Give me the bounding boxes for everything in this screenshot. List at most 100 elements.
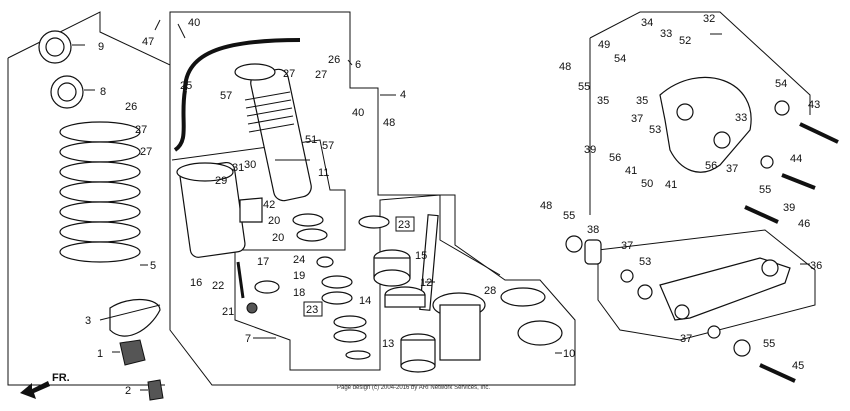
collar-38 [584,239,602,265]
bearing-37c [620,269,634,283]
washer-55b [565,235,583,253]
label-57a: 57 [220,90,232,102]
washer-55d [733,339,751,357]
label-32: 32 [703,13,715,25]
label-37a: 37 [631,113,643,125]
circlip-20a [292,213,324,227]
label-7: 7 [245,333,251,345]
label-39a: 39 [584,144,596,156]
bolt-44 [781,173,816,190]
label-21: 21 [222,306,234,318]
assembly-outline [7,11,576,386]
label-46: 46 [798,218,810,230]
label-34: 34 [641,17,653,29]
label-53c: 53 [639,256,651,268]
label-31: 31 [232,162,244,174]
label-20a: 20 [268,215,280,227]
stop-ring-9 [38,30,72,64]
label-43: 43 [808,99,820,111]
label-33b: 33 [735,112,747,124]
label-25: 25 [180,80,192,92]
subgroup-outline [171,139,501,371]
label-box-23a [395,216,415,232]
label-23a: 23 [398,219,410,231]
label-35a: 35 [597,95,609,107]
label-47: 47 [142,36,154,48]
label-41b: 41 [665,179,677,191]
label-48a: 48 [383,117,395,129]
label-48c: 48 [540,200,552,212]
shock-link-32 [659,76,752,173]
label-28: 28 [484,285,496,297]
bolt-22 [236,261,245,299]
label-18: 18 [293,287,305,299]
shock-arm-36 [659,257,791,321]
label-2: 2 [125,385,131,397]
washer-55c [760,155,774,169]
seal-stack [316,256,371,360]
label-45: 45 [792,360,804,372]
label-10: 10 [563,348,575,360]
label-22: 22 [212,280,224,292]
part-number-labels: 9 8 5 3 1 2 47 40 25 26 27 27 57 29 31 3… [85,13,822,397]
label-27b: 27 [140,146,152,158]
label-33a: 33 [660,28,672,40]
bolt-46 [744,205,779,224]
label-41a: 41 [625,165,637,177]
nut-21 [246,302,258,314]
label-9: 9 [98,41,104,53]
bump-rubber-15 [373,249,411,287]
label-17: 17 [257,256,269,268]
label-19: 19 [293,270,305,282]
label-37b: 37 [726,163,738,175]
washer-54b [774,100,790,116]
arm-group-outline [597,229,816,341]
label-51: 51 [305,134,317,146]
label-37d: 37 [680,333,692,345]
valve-42 [239,197,263,223]
clip-2 [147,379,164,401]
spring-5 [59,121,141,263]
leader-lines [72,19,810,391]
label-3: 3 [85,315,91,327]
label-11: 11 [318,167,329,179]
label-52: 52 [679,35,691,47]
label-57b: 57 [322,140,334,152]
label-20b: 20 [272,232,284,244]
label-26b: 26 [328,54,340,66]
copyright-text: Page design (c) 2004-2016 by ARI Network… [337,385,490,391]
label-44: 44 [790,153,802,165]
label-27c: 27 [283,68,295,80]
direction-label: FR. [52,372,70,384]
label-12: 12 [420,277,432,289]
label-13: 13 [382,338,394,350]
bolt-43 [799,122,839,144]
label-4: 4 [400,89,406,101]
o-ring-28 [500,287,546,307]
label-27a: 27 [135,124,147,136]
seal-10 [517,320,563,346]
label-35b: 35 [636,95,648,107]
bearing-53c [637,284,653,300]
label-40a: 40 [188,17,200,29]
clamp-1 [119,339,146,366]
label-39b: 39 [783,202,795,214]
label-42: 42 [263,199,275,211]
bolt-45 [759,363,796,383]
label-49: 49 [598,39,610,51]
assembly-outline-inner [7,58,165,386]
label-23b: 23 [306,304,318,316]
o-ring-23 [358,215,390,229]
label-27d: 27 [315,69,327,81]
label-14: 14 [359,295,371,307]
label-37c: 37 [621,240,633,252]
label-40b: 40 [352,107,364,119]
label-6: 6 [355,59,361,71]
label-1: 1 [97,348,103,360]
label-30: 30 [244,159,256,171]
cap-17 [254,280,280,294]
label-54b: 54 [775,78,787,90]
label-36: 36 [810,260,822,272]
label-45a: 55 [578,81,590,93]
